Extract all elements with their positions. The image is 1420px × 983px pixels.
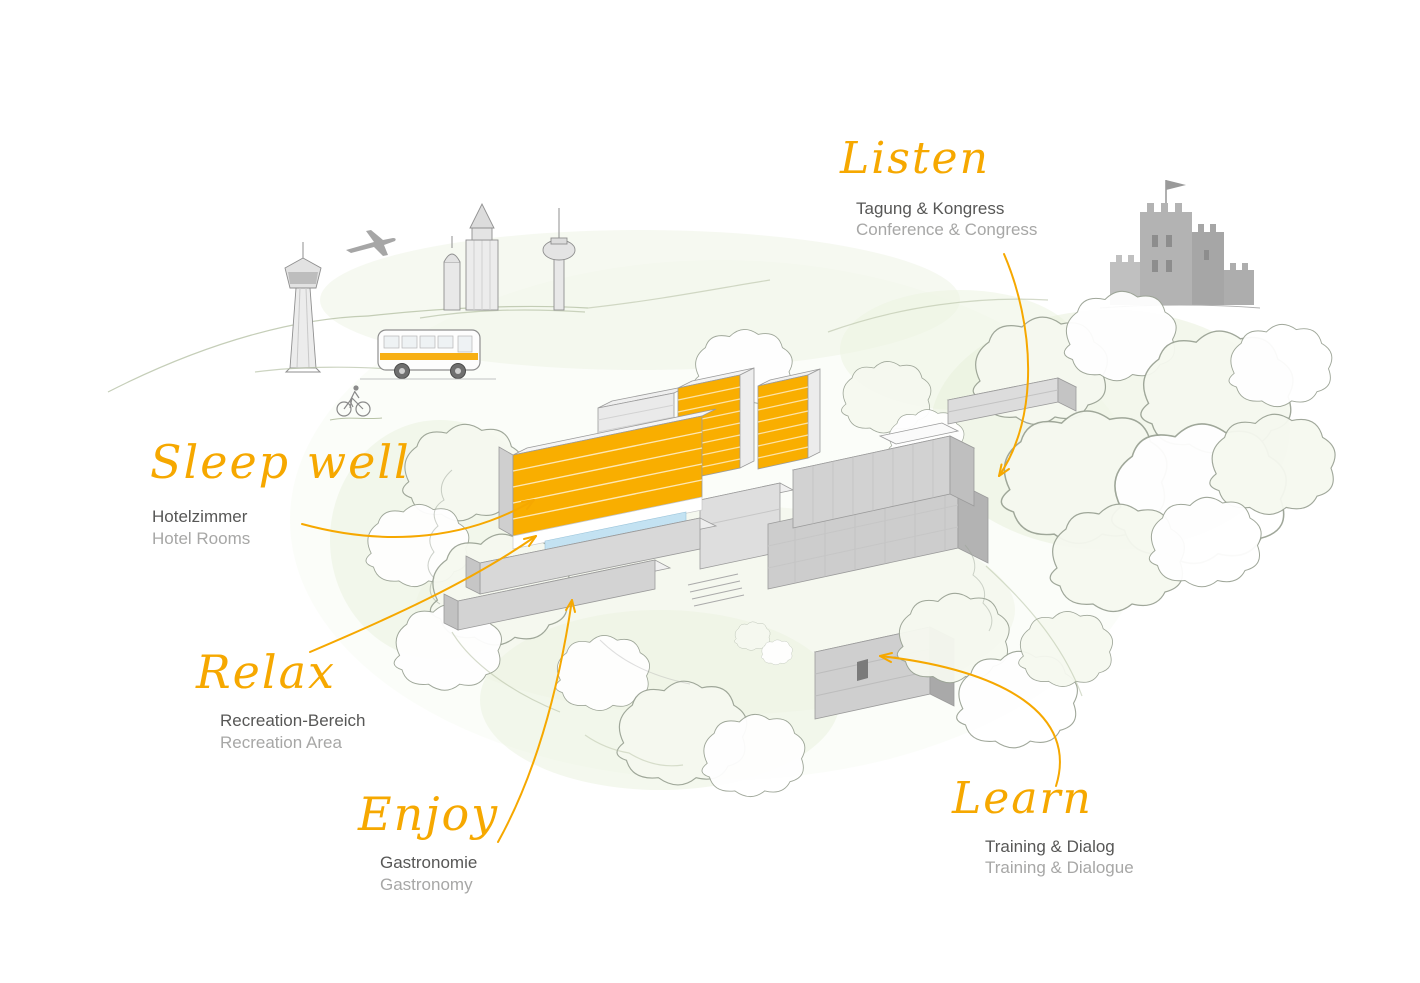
skyline-icon bbox=[419, 202, 586, 319]
conference-building bbox=[767, 422, 989, 590]
vegetation-foreground bbox=[555, 544, 1114, 798]
annex-building bbox=[946, 377, 1078, 425]
cyclist-icon bbox=[329, 385, 383, 421]
bus-icon bbox=[360, 329, 496, 380]
stairs bbox=[687, 573, 745, 607]
learn-arrow bbox=[879, 652, 1061, 787]
annotation-arrows bbox=[301, 253, 1061, 843]
vegetation-background bbox=[365, 290, 1336, 691]
control-tower-icon bbox=[254, 242, 401, 373]
gastronomy-terraces bbox=[443, 517, 745, 631]
ground-sketch-lines bbox=[451, 565, 1083, 767]
airplane-icon bbox=[346, 230, 396, 256]
enjoy-arrow bbox=[497, 599, 576, 843]
relax-arrow bbox=[309, 535, 537, 653]
castle-icon bbox=[1099, 180, 1261, 309]
listen-arrow bbox=[998, 253, 1030, 477]
sleep-well-arrow bbox=[301, 499, 535, 538]
